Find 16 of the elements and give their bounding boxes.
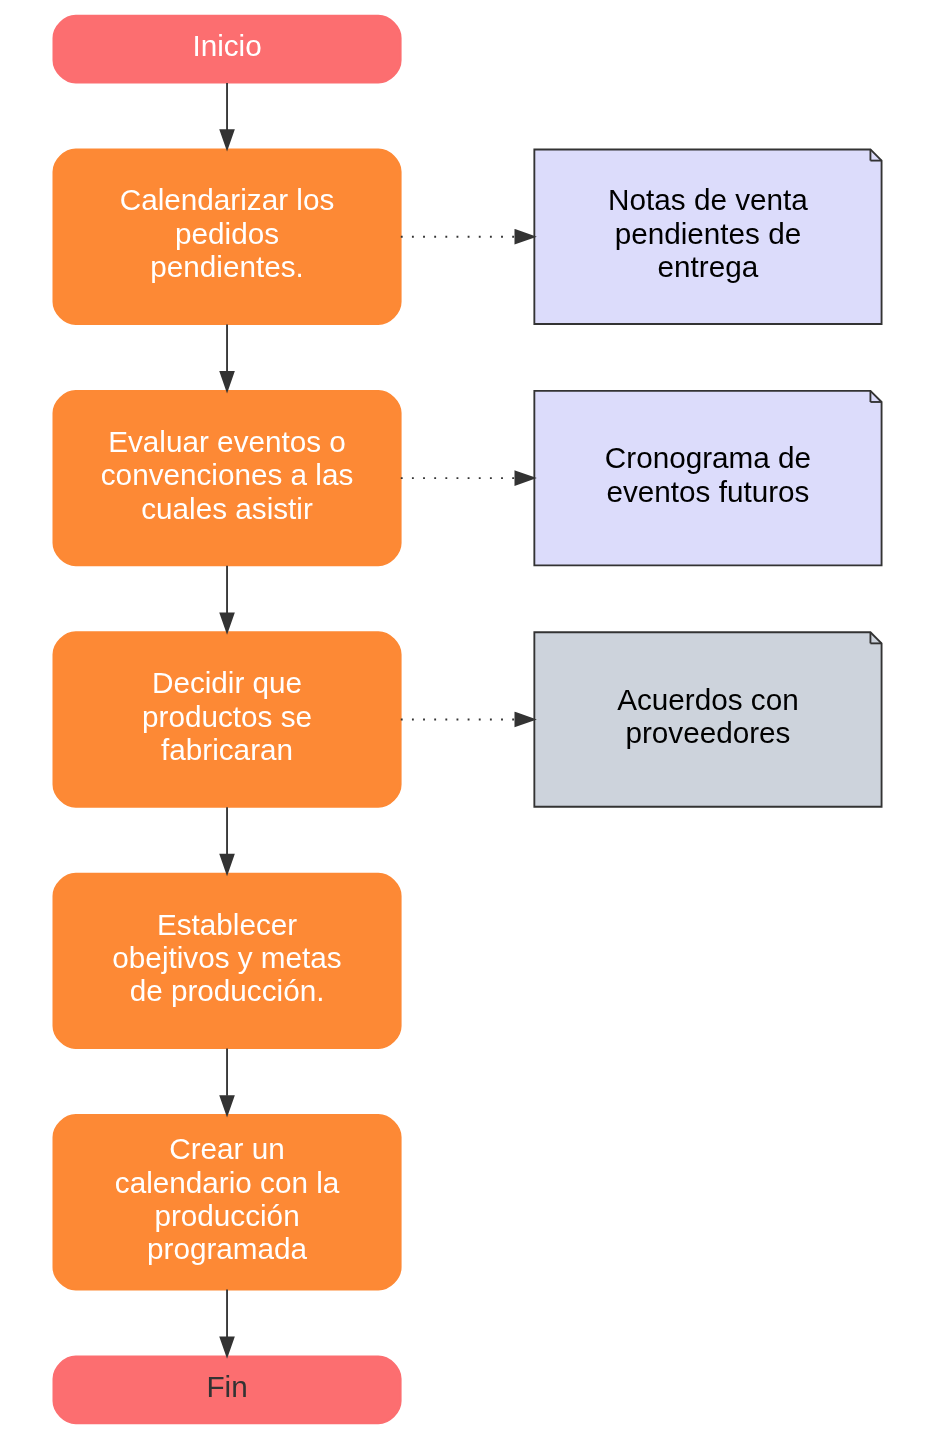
node-box: Establecer obejtivos y metas de producción. (52, 872, 402, 1050)
arrow (399, 470, 537, 486)
arrow (399, 711, 537, 728)
node-box: Fin (52, 1355, 402, 1425)
arrow (219, 806, 235, 877)
node-box: Crear un calendario con la producción programada (52, 1114, 402, 1291)
arrow (399, 228, 537, 245)
arrow (219, 82, 235, 152)
arrow (219, 323, 235, 394)
node-box: Decidir que productos se fabricaran (52, 631, 402, 808)
node-box: Evaluar eventos o convenciones a las cuales asistir (52, 389, 402, 567)
node-box: Inicio (52, 14, 402, 84)
arrow (219, 1288, 235, 1359)
arrow (219, 1047, 235, 1118)
node-box: Calendarizar los pedidos pendientes. (52, 148, 402, 325)
arrow (219, 564, 235, 635)
